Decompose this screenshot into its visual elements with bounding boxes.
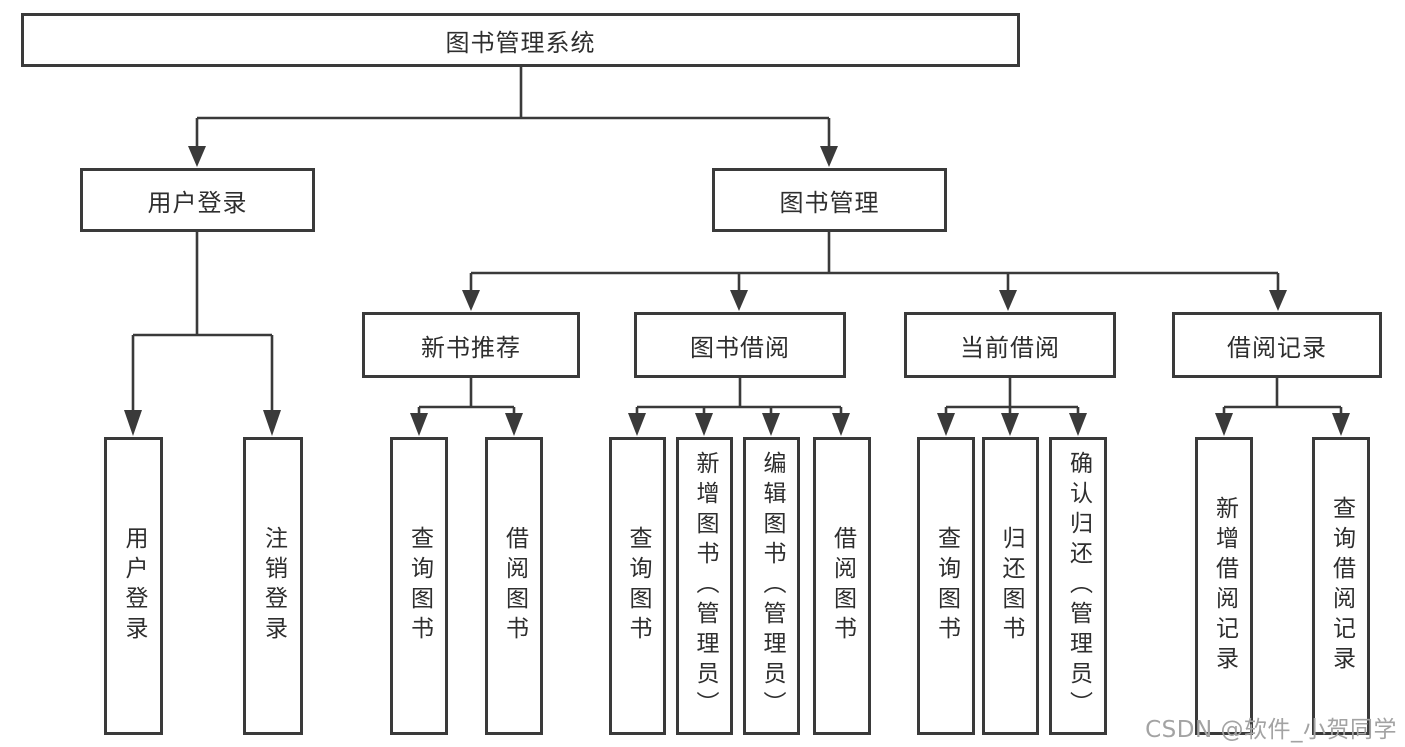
leaf-user-login: 用户登录: [104, 437, 163, 735]
node-root: 图书管理系统: [21, 13, 1020, 67]
leaf-borrow-books-recommend: 借阅图书: [485, 437, 543, 735]
leaf-confirm-return-admin: 确认归还（管理员）: [1049, 437, 1107, 735]
leaf-query-borrow-record: 查询借阅记录: [1312, 437, 1370, 735]
connector-group-user-login: [124, 232, 281, 436]
connector-group-level3: [410, 378, 1350, 436]
arrowhead: [820, 146, 838, 167]
leaf-query-books-borrow: 查询图书: [609, 437, 666, 735]
wire-user-login: [131, 232, 274, 411]
arrowhead: [628, 413, 646, 436]
connector-group-root: [188, 67, 838, 167]
wire-root: [195, 67, 831, 147]
leaf-add-borrow-record: 新增借阅记录: [1195, 437, 1253, 735]
arrowhead: [1269, 290, 1287, 311]
arrowhead: [1332, 413, 1350, 436]
arrowhead: [695, 413, 713, 436]
arrowhead: [410, 413, 428, 436]
leaf-add-books-admin: 新增图书（管理员）: [676, 437, 733, 735]
node-new-book-recommend: 新书推荐: [362, 312, 580, 378]
arrowhead: [1001, 413, 1019, 436]
arrowhead: [505, 413, 523, 436]
watermark-text: CSDN @软件_小贺同学: [1145, 717, 1397, 743]
leaf-query-books-recommend: 查询图书: [390, 437, 448, 735]
leaf-query-books-current: 查询图书: [917, 437, 975, 735]
leaf-borrow-books: 借阅图书: [813, 437, 871, 735]
node-borrow-record: 借阅记录: [1172, 312, 1382, 378]
leaf-edit-books-admin: 编辑图书（管理员）: [743, 437, 800, 735]
arrowhead: [730, 290, 748, 311]
arrowhead: [1069, 413, 1087, 436]
arrowhead: [1215, 413, 1233, 436]
arrowhead: [462, 290, 480, 311]
arrowhead: [832, 413, 850, 436]
wire-book-management: [469, 232, 1280, 291]
arrowhead: [999, 290, 1017, 311]
leaf-logout: 注销登录: [243, 437, 303, 735]
connector-group-book-management: [462, 232, 1287, 311]
node-book-management: 图书管理: [712, 168, 947, 232]
arrowhead: [188, 146, 206, 167]
node-user-login: 用户登录: [80, 168, 315, 232]
node-book-borrow: 图书借阅: [634, 312, 846, 378]
leaf-return-books: 归还图书: [982, 437, 1039, 735]
arrowhead: [937, 413, 955, 436]
wire-level3: [417, 378, 1343, 414]
node-current-borrow: 当前借阅: [904, 312, 1116, 378]
arrowhead: [124, 410, 142, 436]
arrowhead: [762, 413, 780, 436]
arrowhead: [263, 410, 281, 436]
